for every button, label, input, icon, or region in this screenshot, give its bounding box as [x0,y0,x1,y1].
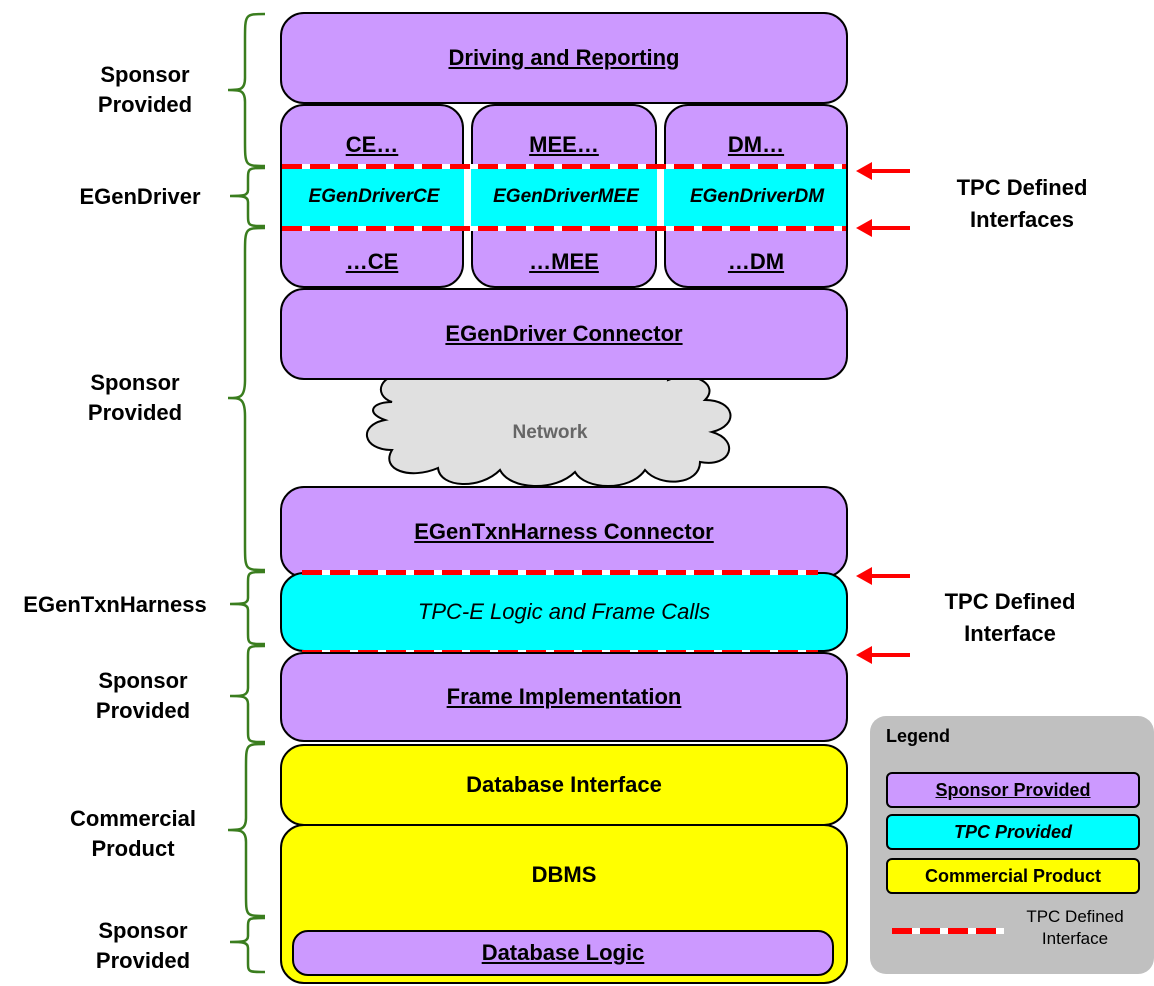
egendriver-ce-label: EGenDriverCE [308,186,440,207]
mee-bottom-label: …MEE [529,249,599,274]
legend-tpc-provided: TPC Provided [886,814,1140,850]
arrow-shaft-1 [870,169,910,173]
arrow-head-2 [856,219,872,237]
egentxnharness-connector-label: EGenTxnHarness Connector [414,519,714,544]
brace-commercial [227,742,266,918]
driving-reporting-label: Driving and Reporting [448,45,680,70]
frame-implementation-box: Frame Implementation [280,652,848,742]
side-label-egentxnharness: EGenTxnHarness [23,592,207,617]
database-interface-box: Database Interface [280,744,848,826]
tpce-logic-label: TPC-E Logic and Frame Calls [417,599,711,624]
egendriver-connector-box: EGenDriver Connector [280,288,848,380]
side-label-sponsor-1: Sponsor Provided [97,62,193,117]
database-logic-label: Database Logic [481,940,645,965]
legend: Legend Sponsor Provided TPC Provided Com… [870,716,1154,974]
arrow-shaft-2 [870,226,910,230]
band-gap-1 [464,166,471,228]
frame-implementation-label: Frame Implementation [446,684,682,709]
dm-bottom-label: …DM [727,249,785,274]
tpce-logic-box: TPC-E Logic and Frame Calls [280,572,848,652]
mee-top-label: MEE… [529,132,599,157]
interface-line-2 [282,226,846,231]
egendriver-connector-label: EGenDriver Connector [445,321,683,346]
database-interface-label: Database Interface [466,772,662,797]
tpc-defined-interfaces-label: TPC Defined Interfaces [956,175,1088,232]
side-label-commercial: Commercial Product [70,806,196,861]
arrow-head-3 [856,567,872,585]
arrow-shaft-4 [870,653,910,657]
egendriver-dm-label: EGenDriverDM [689,186,825,207]
brace-sponsor-mid [227,226,266,572]
brace-sponsor-frame [229,644,266,744]
egendriver-mee-label: EGenDriverMEE [493,186,639,207]
legend-interface-line [892,928,1004,934]
arrow-head-1 [856,162,872,180]
brace-egentxnharness [229,570,266,646]
legend-tpc-defined-interface: TPC Defined Interface [1026,907,1124,948]
brace-sponsor-top [227,12,266,168]
egentxnharness-connector-box: EGenTxnHarness Connector [280,486,848,578]
legend-title: Legend [886,726,951,746]
ce-top-label: CE… [345,132,399,157]
egendriver-band: EGenDriverCE EGenDriverMEE EGenDriverDM [280,166,848,228]
side-label-egendriver: EGenDriver [79,184,201,209]
dbms-label: DBMS [531,862,597,887]
database-logic-box: Database Logic [292,930,834,976]
brace-egendriver [229,166,266,228]
driving-reporting-box: Driving and Reporting [280,12,848,104]
ce-bottom-label: …CE [345,249,399,274]
arrow-head-4 [856,646,872,664]
arrow-shaft-3 [870,574,910,578]
side-label-sponsor-4: Sponsor Provided [95,918,191,973]
dm-top-label: DM… [727,132,785,157]
tpc-defined-interface-label: TPC Defined Interface [944,589,1076,646]
brace-sponsor-bottom [229,916,266,974]
legend-sponsor-provided: Sponsor Provided [886,772,1140,808]
interface-line-3 [302,570,818,575]
band-gap-2 [657,166,664,228]
side-label-sponsor-2: Sponsor Provided [87,370,183,425]
interface-line-1 [282,164,846,169]
legend-commercial-product: Commercial Product [886,858,1140,894]
side-label-sponsor-3: Sponsor Provided [95,668,191,723]
network-label: Network [512,422,588,443]
bracket-group [227,12,266,974]
